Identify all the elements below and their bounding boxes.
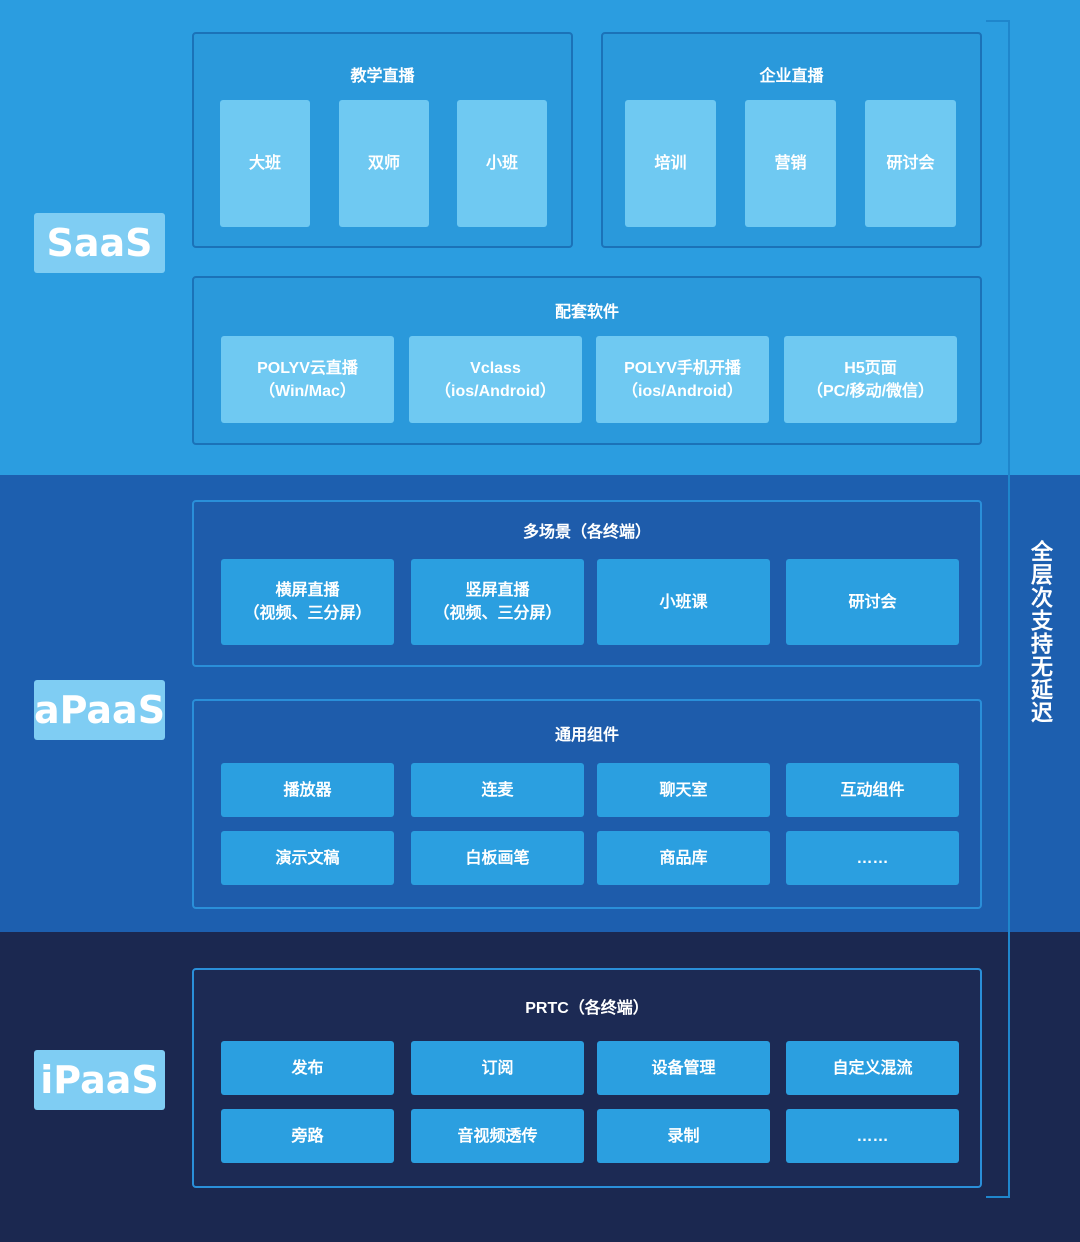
scene-item-landscape-live: 横屏直播 （视频、三分屏） [221,559,394,645]
tile-line1: 小班课 [659,593,708,611]
enterprise-item-seminar: 研讨会 [865,100,956,227]
scenes-group: 多场景（各终端） 横屏直播 （视频、三分屏） 竖屏直播 （视频、三分屏） 小班课… [192,500,982,667]
full-stack-bracket [986,20,1010,1198]
tile-label: 互动组件 [840,781,905,799]
prtc-more: …… [786,1109,959,1163]
prtc-device-management: 设备管理 [597,1041,770,1095]
prtc-publish: 发布 [221,1041,394,1095]
tile-label: …… [856,849,889,867]
enterprise-live-title: 企业直播 [759,68,824,85]
tile-label: 音视频透传 [457,1127,538,1145]
prtc-custom-mixing: 自定义混流 [786,1041,959,1095]
enterprise-item-training: 培训 [625,100,716,227]
tile-line1: 横屏直播 [275,582,340,599]
components-group: 通用组件 播放器 连麦 聊天室 互动组件 演示文稿 白板画笔 商品库 …… [192,699,982,909]
prtc-group: PRTC（各终端） 发布 订阅 设备管理 自定义混流 旁路 音视频透传 录制 …… [192,968,982,1188]
tile-label: 播放器 [283,781,332,799]
prtc-title: PRTC（各终端） [525,1000,649,1017]
tile-label: 设备管理 [651,1059,716,1077]
tile-line2: （ios/Android） [622,382,743,400]
software-item-polyv-mobile: POLYV手机开播 （ios/Android） [596,336,769,423]
component-more: …… [786,831,959,885]
tile-label: 连麦 [481,781,514,799]
component-presentation: 演示文稿 [221,831,394,885]
tile-line2: （视频、三分屏） [433,605,562,622]
scene-item-portrait-live: 竖屏直播 （视频、三分屏） [411,559,584,645]
tile-line1: POLYV手机开播 [624,359,741,377]
tile-line2: （视频、三分屏） [243,605,372,622]
component-player: 播放器 [221,763,394,817]
component-whiteboard: 白板画笔 [411,831,584,885]
tile-label: 研讨会 [886,155,935,172]
software-group: 配套软件 POLYV云直播 （Win/Mac） Vclass （ios/Andr… [192,276,982,445]
ipaas-layer-badge: iPaaS [34,1050,165,1110]
tile-label: 双师 [367,155,400,172]
tile-label: 旁路 [291,1127,324,1145]
software-item-vclass: Vclass （ios/Android） [409,336,582,423]
tile-line1: Vclass [470,359,521,377]
enterprise-live-group: 企业直播 培训 营销 研讨会 [601,32,982,248]
apaas-layer-badge: aPaaS [34,680,165,740]
full-stack-label: 全层次支持无延迟 [1028,540,1053,724]
software-item-polyv-cloud: POLYV云直播 （Win/Mac） [221,336,394,423]
tile-label: 小班 [485,155,518,172]
saas-layer-badge: SaaS [34,213,165,273]
teaching-live-title: 教学直播 [350,68,415,85]
scene-item-seminar: 研讨会 [786,559,959,645]
component-product-library: 商品库 [597,831,770,885]
tile-label: 白板画笔 [465,849,530,867]
tile-label: 演示文稿 [275,849,340,867]
tile-line2: （PC/移动/微信） [806,382,935,400]
scene-item-small-class: 小班课 [597,559,770,645]
tile-label: 自定义混流 [832,1059,913,1077]
teaching-item-dual-teacher: 双师 [339,100,429,227]
prtc-bypass: 旁路 [221,1109,394,1163]
teaching-item-small-class: 小班 [457,100,547,227]
tile-line1: 研讨会 [848,593,897,611]
tile-label: 聊天室 [659,781,708,799]
scenes-title: 多场景（各终端） [522,524,651,541]
tile-line1: POLYV云直播 [257,359,358,377]
components-title: 通用组件 [554,727,619,744]
tile-label: 发布 [291,1059,324,1077]
tile-label: 大班 [248,155,281,172]
teaching-live-group: 教学直播 大班 双师 小班 [192,32,573,248]
component-interactive: 互动组件 [786,763,959,817]
tile-label: 培训 [654,155,687,172]
tile-line2: （Win/Mac） [259,382,356,400]
tile-label: 商品库 [659,849,708,867]
software-title: 配套软件 [554,304,619,321]
tile-line1: 竖屏直播 [465,582,530,599]
prtc-av-passthrough: 音视频透传 [411,1109,584,1163]
tile-label: 订阅 [481,1059,514,1077]
enterprise-item-marketing: 营销 [745,100,836,227]
component-chatroom: 聊天室 [597,763,770,817]
prtc-subscribe: 订阅 [411,1041,584,1095]
tile-label: 录制 [667,1127,700,1145]
teaching-item-large-class: 大班 [220,100,310,227]
prtc-recording: 录制 [597,1109,770,1163]
component-co-host: 连麦 [411,763,584,817]
tile-line2: （ios/Android） [435,382,556,400]
software-item-h5-page: H5页面 （PC/移动/微信） [784,336,957,423]
tile-label: …… [856,1127,889,1145]
tile-line1: H5页面 [844,359,897,377]
tile-label: 营销 [774,155,807,172]
